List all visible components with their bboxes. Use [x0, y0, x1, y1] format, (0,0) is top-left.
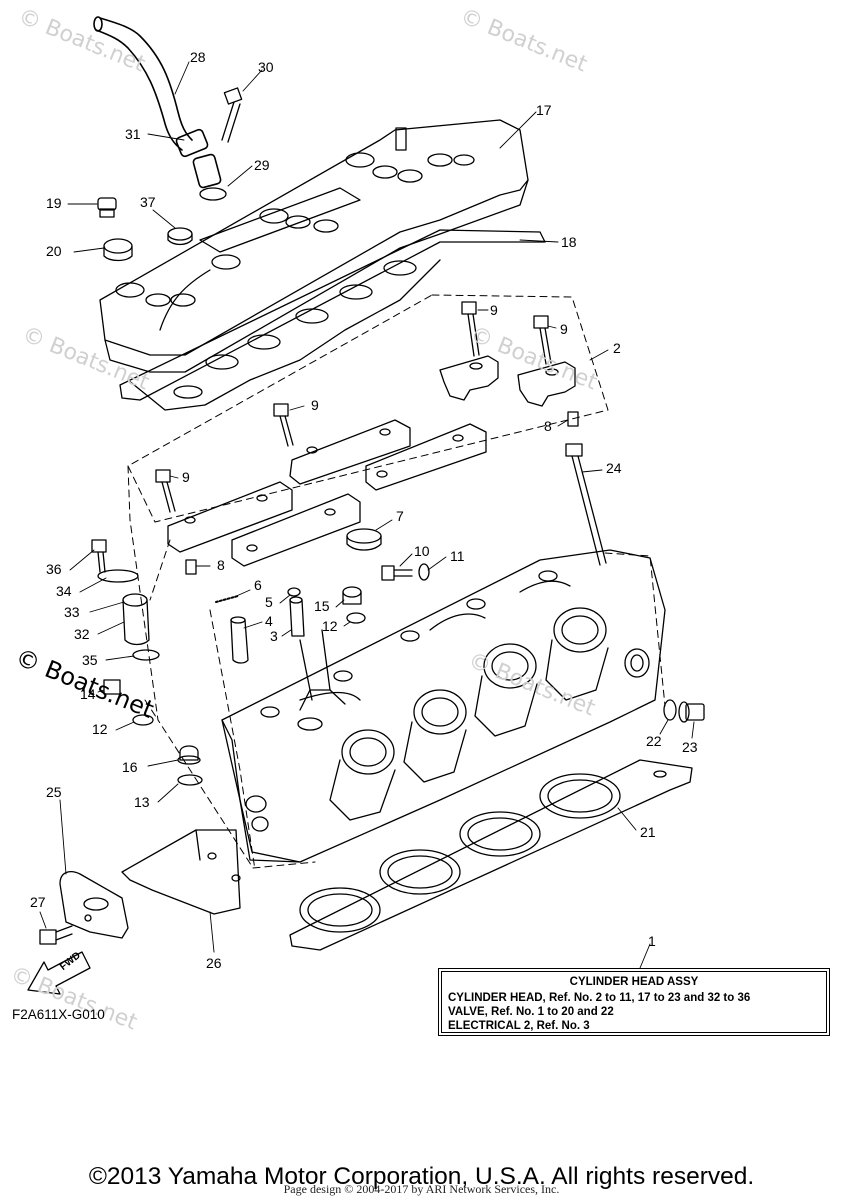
washer-13: [177, 774, 203, 786]
callout-label: 5: [265, 594, 273, 610]
callout-label: 2: [613, 340, 621, 356]
cap-nut-16: [177, 745, 201, 765]
camshaft-cap-dashed-outline: [127, 294, 609, 869]
plug-15: [342, 586, 362, 605]
callout-label: 33: [64, 604, 80, 620]
callout-label: 12: [92, 721, 108, 737]
callout-label: 9: [490, 302, 498, 318]
callout-label: 9: [311, 397, 319, 413]
page-credit: Page design © 2004-2017 by ARI Network S…: [283, 1182, 560, 1196]
nut-14: [103, 679, 121, 695]
callout-label: 37: [140, 194, 156, 210]
assembly-note-line: ELECTRICAL 2, Ref. No. 3: [448, 1020, 590, 1032]
washer-12b: [346, 612, 366, 624]
callout-label: 17: [536, 102, 552, 118]
callout-label: 8: [544, 418, 552, 434]
callout-label: 16: [122, 759, 138, 775]
callout-label: 28: [190, 49, 206, 65]
assembly-note-line: VALVE, Ref. No. 1 to 20 and 22: [448, 1006, 614, 1018]
o-ring-29: [199, 187, 227, 201]
bracket-25: [59, 871, 129, 939]
pipe-3: [289, 596, 305, 637]
copyright-notice: ©2013 Yamaha Motor Corporation, U.S.A. A…: [88, 1163, 755, 1190]
callout-label: 18: [561, 234, 577, 250]
callout-label: 22: [646, 733, 662, 749]
callout-label: 12: [322, 618, 338, 634]
washer-22: [663, 699, 677, 721]
figure-code: F2A611X-G010: [12, 1007, 105, 1022]
dowel-pin: [567, 411, 579, 427]
camshaft-caps: [167, 355, 576, 567]
washer-34: [97, 569, 139, 583]
washer-12: [132, 714, 154, 726]
callout-label: 32: [74, 626, 90, 642]
grommet-20: [103, 238, 133, 262]
callout-label: 20: [46, 243, 62, 259]
bolt-24: [565, 443, 607, 566]
callout-label: 27: [30, 894, 46, 910]
plug-37: [167, 227, 193, 246]
cylinder-head: [221, 549, 666, 863]
callout-label: 19: [46, 195, 62, 211]
dowel-pin: [185, 559, 197, 575]
sleeve-4: [230, 616, 249, 664]
callout-label: 35: [82, 652, 98, 668]
callout-label: 9: [182, 469, 190, 485]
seal-7: [346, 528, 382, 551]
bolt-27: [39, 925, 73, 945]
assembly-note-box: CYLINDER HEAD ASSY CYLINDER HEAD, Ref. N…: [438, 968, 830, 1036]
callout-label: 10: [414, 543, 430, 559]
callout-label: 25: [46, 784, 62, 800]
callout-label: 9: [560, 321, 568, 337]
callout-label: 6: [254, 577, 262, 593]
callout-label: 8: [217, 557, 225, 573]
fwd-arrow: [27, 951, 91, 995]
callout-label: 21: [640, 824, 656, 840]
callout-label: 36: [46, 561, 62, 577]
cylinder-head-dashed-outline: [209, 552, 666, 871]
callout-label: 7: [396, 508, 404, 524]
bracket-26: [121, 829, 241, 915]
cylinder-head-cover: [99, 119, 529, 373]
plug-23: [678, 701, 705, 723]
callout-label: 24: [606, 460, 622, 476]
bolt-10: [381, 565, 413, 581]
callout-label: 11: [450, 548, 465, 564]
callout-label: 34: [56, 583, 72, 599]
leader-lines: [39, 61, 695, 969]
bolt-36: [91, 539, 107, 573]
callout-label: 31: [125, 126, 141, 142]
bolt-30: [221, 87, 243, 143]
callout-label: 14: [80, 686, 96, 702]
callout-label: 3: [270, 628, 278, 644]
callout-label: 15: [314, 598, 330, 614]
washer-11: [418, 563, 430, 581]
sensor-32: [122, 593, 150, 646]
assembly-note-title: CYLINDER HEAD ASSY: [569, 976, 699, 988]
o-ring-35: [132, 649, 160, 661]
callout-label: 30: [258, 59, 274, 75]
assembly-note-line: CYLINDER HEAD, Ref. No. 2 to 11, 17 to 2…: [448, 992, 751, 1004]
callout-label: 1: [648, 933, 656, 949]
callout-label: 23: [682, 739, 698, 755]
callout-label: 4: [265, 613, 273, 629]
callout-label: 26: [206, 955, 222, 971]
callout-label: 29: [254, 157, 270, 173]
seal-5: [287, 587, 301, 597]
head-gasket: [289, 759, 693, 951]
bolt-19: [97, 197, 117, 218]
callout-label: 13: [134, 794, 150, 810]
cover-gasket: [119, 229, 546, 411]
